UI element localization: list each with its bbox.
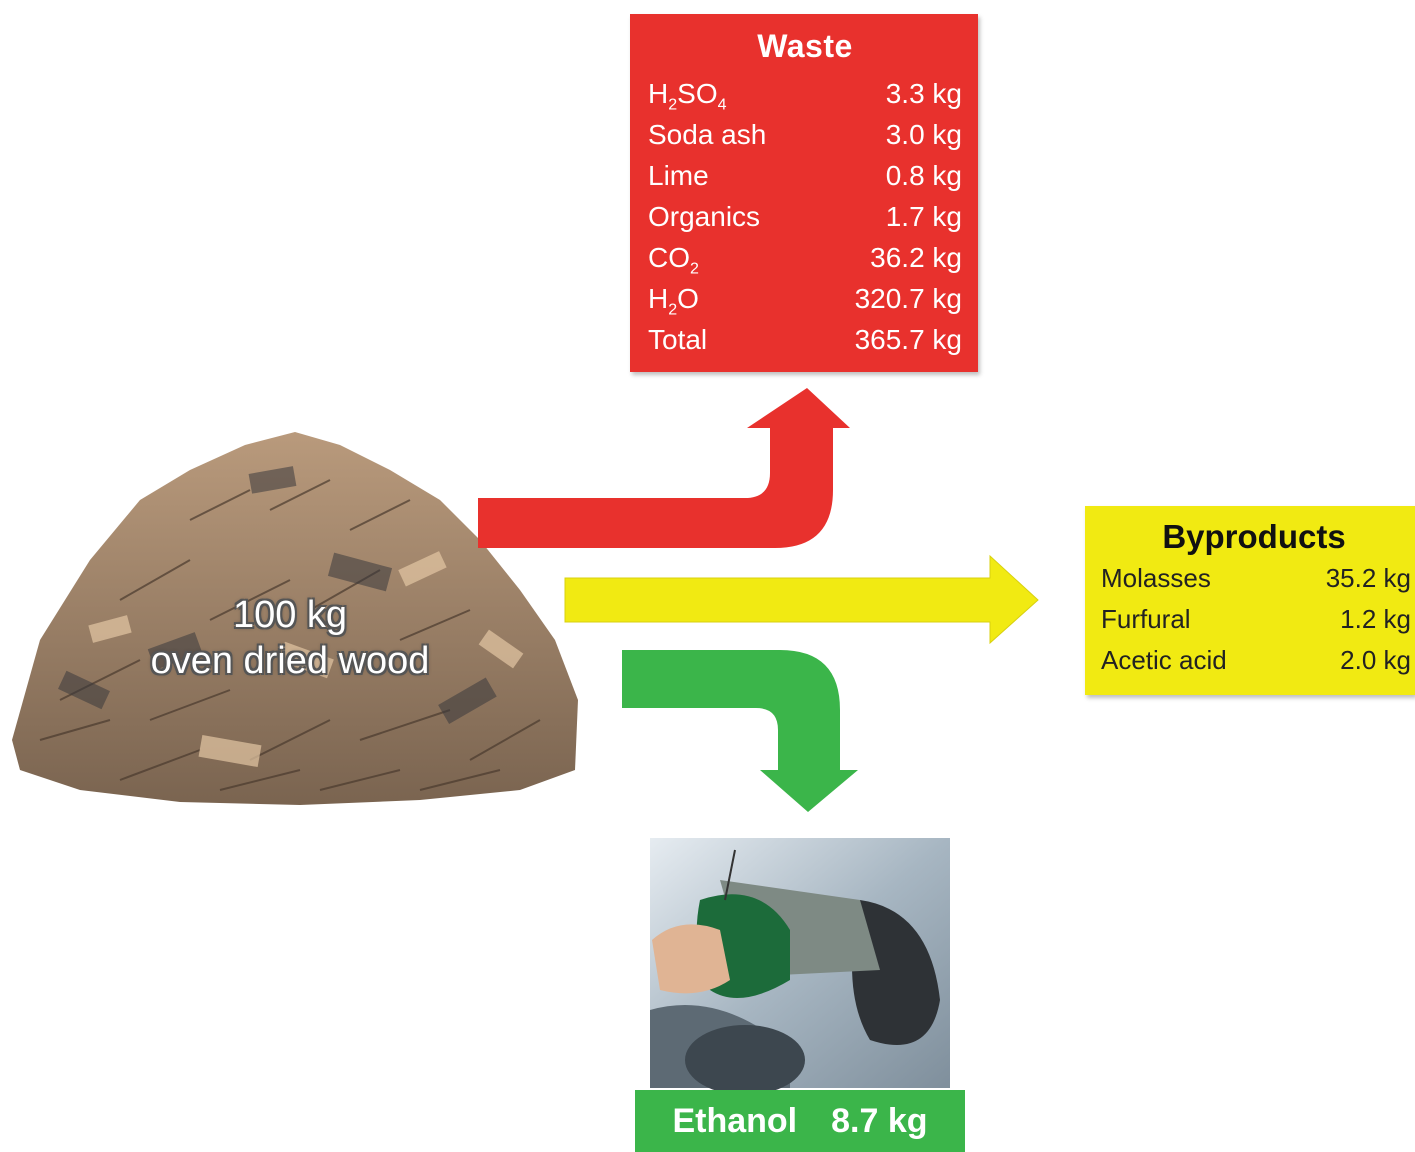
byproducts-list: Molasses 35.2 kg Furfural 1.2 kg Acetic acid…: [1101, 558, 1415, 681]
waste-row: Soda ash 3.0 kg: [648, 114, 962, 155]
feedstock-description: oven dried wood: [150, 640, 430, 682]
waste-item-value: 0.8 kg: [885, 160, 962, 191]
waste-row: Lime 0.8 kg: [648, 155, 962, 196]
byproduct-value: 35.2 kg: [1325, 563, 1411, 593]
waste-item-label: H2O: [648, 283, 699, 319]
ethanol-box: Ethanol 8.7 kg: [635, 1090, 965, 1152]
ethanol-arrow: [622, 650, 858, 812]
waste-item-label: Soda ash: [648, 119, 767, 150]
byproduct-value: 1.2 kg: [1340, 604, 1411, 634]
byproduct-value: 2.0 kg: [1340, 645, 1411, 675]
byproducts-box: Byproducts Molasses 35.2 kg Furfural 1.2 kg…: [1085, 506, 1415, 695]
waste-item-value: 36.2 kg: [870, 242, 962, 273]
feedstock-amount: 100 kg: [232, 594, 348, 636]
fuel-pump-image: [650, 838, 950, 1095]
waste-item-value: 3.0 kg: [885, 119, 962, 150]
waste-item-label: H2SO4: [648, 78, 727, 114]
ethanol-value: 8.7 kg: [831, 1101, 928, 1140]
waste-item-label: CO2: [648, 242, 699, 278]
waste-item-value: 3.3 kg: [885, 78, 962, 109]
waste-arrow: [478, 388, 850, 548]
byproduct-row: Furfural 1.2 kg: [1101, 599, 1415, 640]
waste-item-label: Total: [648, 324, 708, 355]
waste-row: H2O 320.7 kg: [648, 278, 962, 319]
feedstock-label: 100 kg oven dried wood: [60, 592, 520, 684]
waste-list: H2SO4 3.3 kg Soda ash 3.0 kg Lime 0.8 kg Organ…: [648, 73, 962, 360]
waste-row: Organics 1.7 kg: [648, 196, 962, 237]
byproducts-title: Byproducts: [1162, 518, 1346, 555]
waste-item-label: Lime: [648, 160, 709, 191]
byproducts-arrow: [564, 554, 1039, 645]
waste-title: Waste: [757, 28, 853, 64]
waste-row: CO2 36.2 kg: [648, 237, 962, 278]
ethanol-label: Ethanol: [672, 1101, 798, 1140]
byproduct-label: Molasses: [1101, 563, 1211, 593]
byproduct-row: Acetic acid 2.0 kg: [1101, 640, 1415, 681]
byproduct-row: Molasses 35.2 kg: [1101, 558, 1415, 599]
waste-row: H2SO4 3.3 kg: [648, 73, 962, 114]
byproduct-label: Acetic acid: [1101, 645, 1227, 675]
waste-box: Waste H2SO4 3.3 kg Soda ash 3.0 kg Lime 0.8 k…: [630, 14, 978, 372]
waste-item-label: Organics: [648, 201, 761, 232]
wood-pile-image: [12, 432, 578, 805]
waste-row: Total 365.7 kg: [648, 319, 962, 360]
byproduct-label: Furfural: [1101, 604, 1191, 634]
waste-item-value: 320.7 kg: [854, 283, 962, 314]
waste-item-value: 1.7 kg: [885, 201, 962, 232]
waste-item-value: 365.7 kg: [854, 324, 962, 355]
